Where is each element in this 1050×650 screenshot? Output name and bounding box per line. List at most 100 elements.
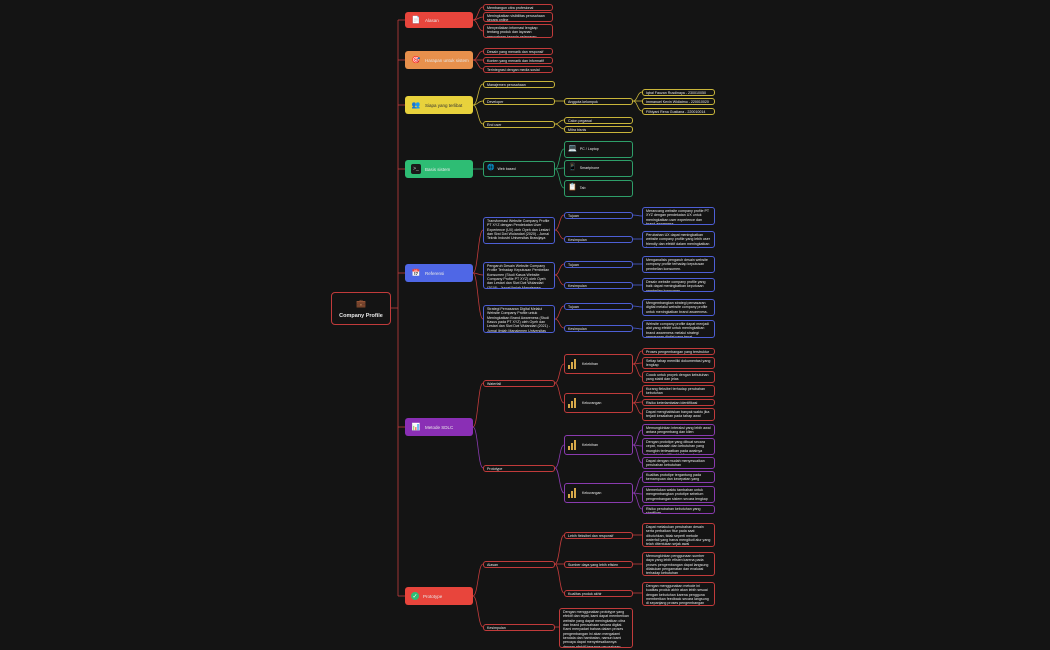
connector <box>554 167 565 170</box>
category-alasan[interactable]: 📄Alasan <box>405 12 473 28</box>
prototype-reason[interactable]: Lebih fleksibel dan responsif <box>564 532 633 539</box>
connector <box>472 426 484 469</box>
category-sdlc[interactable]: 📊Metode SDLC <box>405 418 473 436</box>
prototype-kesimpulan-text[interactable]: Dengan menggunakan prototype yang efekti… <box>559 608 633 648</box>
harapan-item[interactable]: Konten yang menarik dan informatif <box>483 57 553 64</box>
siapa-enduser-item[interactable]: Calon pegawai <box>564 117 633 124</box>
ref-kesimpulan[interactable]: Kesimpulan <box>564 325 633 332</box>
basis-device[interactable]: 📋Tab <box>564 180 633 197</box>
connector <box>632 214 643 217</box>
connector <box>632 429 643 446</box>
alasan-item[interactable]: Membangun citra profesional perusahaan <box>483 4 553 11</box>
prototype-reason-text[interactable]: Dengan menggunakan metode ini kualitas p… <box>642 582 715 606</box>
basis-device[interactable]: 📱Smartphone <box>564 160 633 177</box>
ref-title[interactable]: Pengaruh Desain Website Company Profile … <box>483 262 555 289</box>
basis-web[interactable]: 🌐Web based <box>483 161 555 177</box>
ref-kesimpulan[interactable]: Kesimpulan <box>564 236 633 243</box>
prototype-alasan[interactable]: Alasan <box>483 561 555 568</box>
sdlc-waterfall[interactable]: Waterfall <box>483 380 555 387</box>
category-harapan[interactable]: 🎯Harapan untuk sistem <box>405 51 473 69</box>
prototype-minus-item[interactable]: Memerlukan waktu tambahan untuk mengemba… <box>642 486 715 503</box>
ref-tujuan-text[interactable]: Menganalisis pengaruh desain website com… <box>642 256 715 273</box>
siapa-member[interactable]: Immanuel Kevin Widiatmo - 220010020 <box>642 98 715 105</box>
ref-kesimpulan-text[interactable]: Perubahan UX dapat meningkatkan website … <box>642 231 715 248</box>
connector <box>554 274 565 286</box>
bar-chart-icon <box>568 398 578 408</box>
people-icon: 👥 <box>411 102 421 109</box>
category-basis[interactable]: >_Basis sistem <box>405 160 473 178</box>
waterfall-kekurangan[interactable]: Kekurangan <box>564 393 633 413</box>
alasan-item[interactable]: Meningkatkan visibilitas perusahaan seca… <box>483 12 553 22</box>
root-node[interactable]: 💼 Company Profile <box>331 292 391 325</box>
connector <box>554 534 565 565</box>
connector <box>632 402 643 415</box>
connector <box>632 492 643 510</box>
sdlc-prototype[interactable]: Prototype <box>483 465 555 472</box>
connector <box>554 229 565 240</box>
connector <box>554 214 565 231</box>
waterfall-kelebihan[interactable]: Kelebihan <box>564 354 633 374</box>
ref-kesimpulan[interactable]: Kesimpulan <box>564 282 633 289</box>
ref-tujuan-text[interactable]: Mengembangkan strategi pemasaran digital… <box>642 299 715 316</box>
waterfall-minus-item[interactable]: Kurang fleksibel terhadap perubahan kebu… <box>642 385 715 397</box>
prototype-kesimpulan[interactable]: Kesimpulan <box>483 624 555 631</box>
waterfall-plus-item[interactable]: Cocok untuk proyek dengan kebutuhan yang… <box>642 371 715 383</box>
bar-chart-icon <box>568 359 578 369</box>
prototype-plus-item[interactable]: Dengan prototipe yang dibuat secara cepa… <box>642 438 715 455</box>
prototype-reason-text[interactable]: Dapat melakukan perubahan desain serta p… <box>642 523 715 547</box>
terminal-icon: >_ <box>411 164 421 174</box>
siapa-member[interactable]: Iqbal Fauzan Rusdinaya - 230010050 <box>642 89 715 96</box>
connector <box>554 148 565 170</box>
basis-device[interactable]: 💻PC / Laptop <box>564 141 633 158</box>
connector <box>554 119 565 125</box>
prototype-kelebihan[interactable]: Kelebihan <box>564 435 633 455</box>
ref-kesimpulan-text[interactable]: Website company profile dapat menjadi al… <box>642 320 715 338</box>
category-siapa[interactable]: 👥Siapa yang terlibat <box>405 96 473 114</box>
siapa-enduser-item[interactable]: Mitra bisnis <box>564 126 633 133</box>
ref-title[interactable]: Strategi Pemasaran Digital Melalui Websi… <box>483 305 555 333</box>
chart-icon: 📊 <box>411 424 421 431</box>
waterfall-minus-item[interactable]: Risiko keterlambatan identifikasi masala… <box>642 399 715 406</box>
prototype-minus-item[interactable]: Risiko perubahan kebutuhan yang signifik… <box>642 505 715 514</box>
connector <box>472 50 484 61</box>
waterfall-minus-item[interactable]: Dapat menghabiskan banyak waktu jika ter… <box>642 408 715 421</box>
alasan-item[interactable]: Menyediakan informasi lengkap tentang pr… <box>483 24 553 38</box>
prototype-plus-item[interactable]: Dapat dengan mudah menyesuaikan perubaha… <box>642 457 715 469</box>
connector <box>632 363 643 378</box>
target-icon: 🎯 <box>411 57 421 64</box>
prototype-reason-text[interactable]: Memungkinkan penggunaan sumber daya yang… <box>642 552 715 576</box>
ref-title[interactable]: Transformasi Website Company Profile PT … <box>483 217 555 244</box>
ref-tujuan[interactable]: Tujuan <box>564 261 633 268</box>
ref-tujuan[interactable]: Tujuan <box>564 212 633 219</box>
ref-tujuan-text[interactable]: Merancang website company profile PT XYZ… <box>642 207 715 225</box>
ref-tujuan[interactable]: Tujuan <box>564 303 633 310</box>
briefcase-icon: 💼 <box>356 298 366 308</box>
ref-kesimpulan-text[interactable]: Desain website company profile yang baik… <box>642 278 715 292</box>
prototype-minus-item[interactable]: Kualitas prototipe tergantung pada kemam… <box>642 471 715 483</box>
category-prototype[interactable]: ✓Prototype <box>405 587 473 605</box>
connector <box>554 168 565 189</box>
waterfall-plus-item[interactable]: Proses pengembangan yang terstruktur <box>642 348 715 355</box>
harapan-item[interactable]: Desain yang menarik dan responsif <box>483 48 553 55</box>
harapan-item[interactable]: Terintegrasi dengan media sosial <box>483 66 553 73</box>
bar-chart-icon <box>568 488 578 498</box>
waterfall-plus-item[interactable]: Setiap tahap memiliki dokumentasi yang l… <box>642 357 715 369</box>
prototype-kekurangan[interactable]: Kekurangan <box>564 483 633 503</box>
category-referensi[interactable]: 📅Referensi <box>405 264 473 282</box>
siapa-developer[interactable]: Developer <box>483 98 555 105</box>
prototype-plus-item[interactable]: Memungkinkan interaksi yang lebih awal a… <box>642 424 715 436</box>
prototype-reason[interactable]: Sumber daya yang lebih efisien <box>564 561 633 568</box>
connector <box>554 382 565 404</box>
connector <box>472 83 484 106</box>
siapa-anggota[interactable]: Anggota kelompok <box>564 98 633 105</box>
siapa-member[interactable]: Filhiyani Rena Gustiana - 220010014 <box>642 108 715 115</box>
globe-icon: 🌐 <box>487 165 495 172</box>
siapa-enduser[interactable]: End user <box>483 121 555 128</box>
tablet-icon: 📋 <box>568 184 577 192</box>
prototype-reason[interactable]: Kualitas produk akhir <box>564 590 633 597</box>
connector <box>472 104 484 125</box>
connector <box>632 91 643 102</box>
root-label: Company Profile <box>339 312 383 319</box>
connector <box>554 563 565 594</box>
siapa-manajemen[interactable]: Manajemen perusahaan <box>483 81 555 88</box>
